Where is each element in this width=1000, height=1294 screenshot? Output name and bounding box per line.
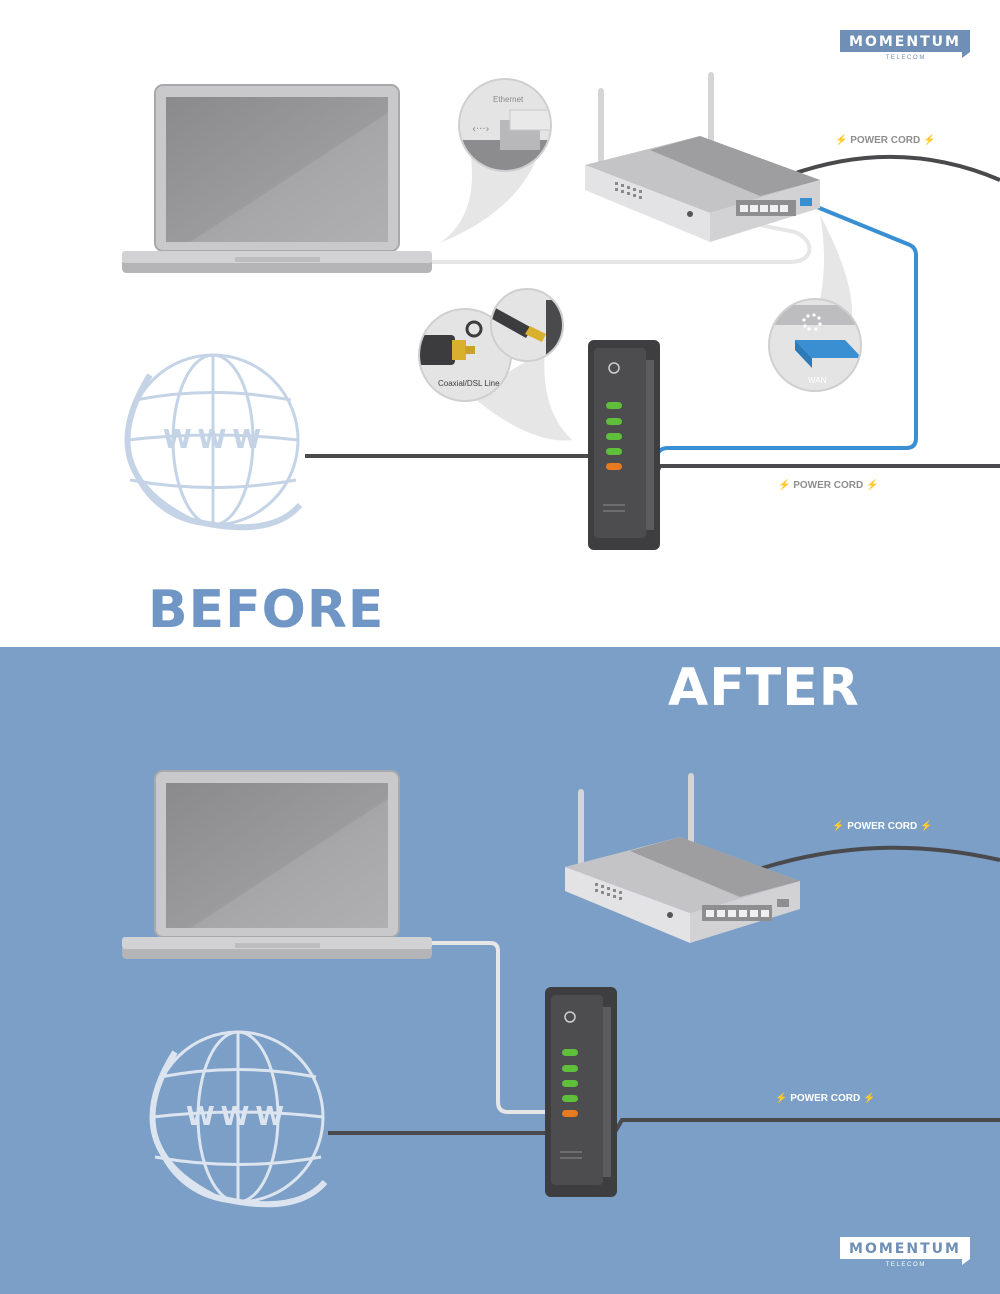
coax-callout: Coaxial/DSL Line <box>418 288 572 441</box>
bolt-icon: ⚡ <box>778 478 793 491</box>
www-globe-icon <box>149 1030 328 1208</box>
bolt-icon: ⚡ <box>860 1091 875 1104</box>
power-cord-label-modem: ⚡ POWER CORD ⚡ <box>778 478 878 491</box>
bolt-icon: ⚡ <box>835 133 850 146</box>
power-cord-cable-router <box>789 154 1000 182</box>
after-title: AFTER <box>668 658 860 718</box>
before-diagram: Ethernet ‹···› WAN <box>122 30 1000 550</box>
coax-label: Coaxial/DSL Line <box>438 379 500 388</box>
svg-text:MOMENTUM: MOMENTUM <box>849 34 961 50</box>
bolt-icon: ⚡ <box>863 478 878 491</box>
momentum-logo-top: MOMENTUM T E L E C O M <box>840 30 970 61</box>
router <box>565 773 800 943</box>
wan-label: WAN <box>808 376 827 385</box>
svg-text:MOMENTUM: MOMENTUM <box>849 1241 961 1257</box>
modem <box>588 340 660 550</box>
svg-text:T E L E C O M: T E L E C O M <box>886 55 925 61</box>
wan-callout: WAN <box>768 215 862 392</box>
momentum-logo-bottom: MOMENTUM T E L E C O M <box>840 1237 970 1268</box>
www-text-before: WWW <box>163 425 267 455</box>
ethernet-label: Ethernet <box>493 95 524 104</box>
www-text-after: WWW <box>186 1102 290 1132</box>
laptop <box>122 770 432 959</box>
ethernet-callout: Ethernet ‹···› <box>440 78 552 243</box>
power-cord-label-router: ⚡ POWER CORD ⚡ <box>832 819 932 832</box>
power-cord-label-modem: ⚡ POWER CORD ⚡ <box>775 1091 875 1104</box>
wan-port-icon <box>802 313 822 331</box>
power-cord-label-router: ⚡ POWER CORD ⚡ <box>835 133 935 146</box>
modem-power-icon <box>608 362 620 374</box>
svg-text:T E L E C O M: T E L E C O M <box>886 1262 925 1268</box>
router <box>585 72 820 242</box>
power-cord-cable-router <box>749 845 1000 874</box>
modem-power-icon <box>564 1011 576 1023</box>
bolt-icon: ⚡ <box>832 819 847 832</box>
before-title: BEFORE <box>148 580 385 640</box>
modem <box>545 987 617 1197</box>
laptop <box>122 84 432 273</box>
after-panel: WWW ⚡ POWER CORD ⚡ ⚡ POWER CORD ⚡ MOMENT… <box>0 647 1000 1294</box>
bolt-icon: ⚡ <box>920 133 935 146</box>
before-panel: Ethernet ‹···› WAN <box>122 30 1000 640</box>
bolt-icon: ⚡ <box>917 819 932 832</box>
after-diagram: WWW ⚡ POWER CORD ⚡ ⚡ POWER CORD ⚡ MOMENT… <box>122 770 1000 1268</box>
www-globe-icon <box>124 353 303 531</box>
ethernet-arrow-icon: ‹···› <box>472 124 490 135</box>
ethernet-cable <box>430 220 812 264</box>
ethernet-cable <box>430 941 548 1114</box>
bolt-icon: ⚡ <box>775 1091 790 1104</box>
power-cord-cable-modem <box>610 1118 1000 1139</box>
